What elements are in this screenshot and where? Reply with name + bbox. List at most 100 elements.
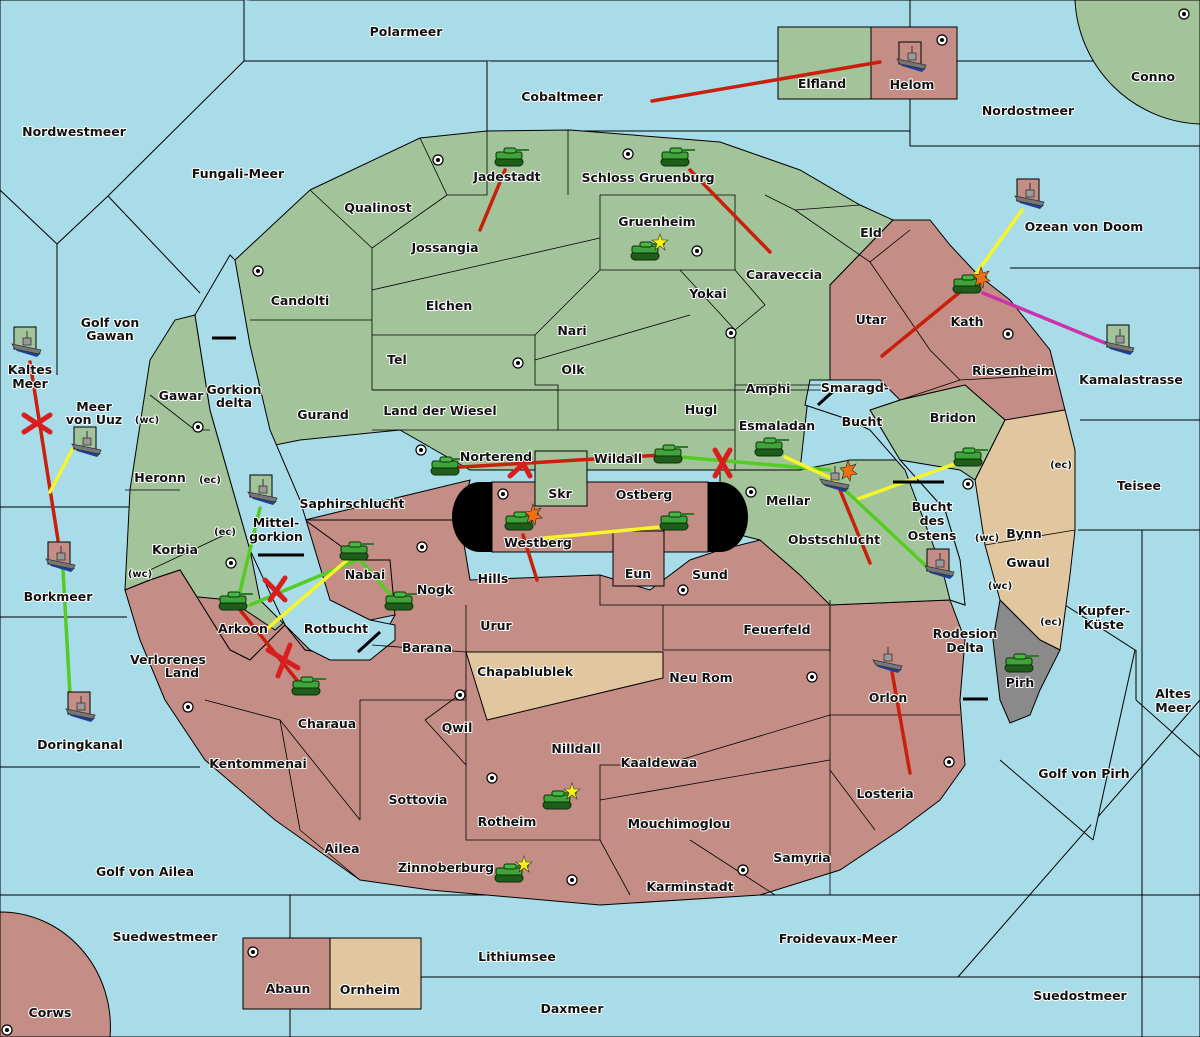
region-label-conno: Conno xyxy=(1131,69,1176,84)
order-support-arrow xyxy=(360,560,397,602)
region-label-gurand: Gurand xyxy=(297,407,349,422)
army-unit-icon[interactable] xyxy=(653,444,688,464)
failed-x-icon xyxy=(21,412,53,435)
supply-center-icon xyxy=(432,154,444,166)
dislodged-burst-icon xyxy=(839,458,858,482)
region-label-golfgawan1: Golf von xyxy=(81,315,140,330)
fleet-unit-icon[interactable] xyxy=(247,474,278,505)
coast-labels: (wc)(ec)(ec)(wc)(ec)(wc)(wc)(ec) xyxy=(127,414,1073,629)
fleet-unit-icon[interactable] xyxy=(1014,178,1045,209)
region-label-rotheim: Rotheim xyxy=(478,814,537,829)
supply-center-icon xyxy=(806,671,818,683)
army-unit-icon[interactable] xyxy=(952,265,991,294)
order-support-arrow xyxy=(61,568,72,697)
fleet-unit-icon[interactable] xyxy=(924,548,955,579)
army-unit-icon[interactable] xyxy=(953,447,988,467)
region-label-smaragd1: Smaragd- xyxy=(821,380,889,395)
region-label-golfgawan2: Gawan xyxy=(86,328,134,343)
order-support-arrow xyxy=(48,448,74,494)
army-unit-icon[interactable] xyxy=(542,782,581,810)
region-label-mouchimoglou: Mouchimoglou xyxy=(628,816,731,831)
supply-center-icon xyxy=(936,34,948,46)
order-move-arrow xyxy=(234,603,302,686)
army-unit-icon[interactable] xyxy=(494,855,533,883)
dislodged-burst-icon xyxy=(524,502,543,526)
orders xyxy=(28,60,1107,775)
region-label-utar: Utar xyxy=(856,312,888,327)
region-label-altes2: Meer xyxy=(1155,700,1191,715)
region-label-froidevaux: Froidevaux-Meer xyxy=(779,931,898,946)
region-label-samyria: Samyria xyxy=(773,850,831,865)
region-label-teisee: Teisee xyxy=(1117,478,1161,493)
supply-center-icon xyxy=(252,265,264,277)
region-label-chapa: Chapablublek xyxy=(477,664,574,679)
army-unit-icon[interactable] xyxy=(754,437,789,457)
army-unit-icon[interactable] xyxy=(504,502,543,531)
coast-label: (ec) xyxy=(214,527,236,538)
supply-center-icon xyxy=(943,756,955,768)
fleet-unit-icon[interactable] xyxy=(11,326,42,357)
region-label-rotbucht: Rotbucht xyxy=(304,621,368,636)
order-move-arrow xyxy=(443,453,664,470)
region-label-karminstadt: Karminstadt xyxy=(646,879,733,894)
failed-order-markers xyxy=(21,412,733,679)
region-label-cobaltmeer: Cobaltmeer xyxy=(521,89,603,104)
army-unit-icon[interactable] xyxy=(339,541,374,561)
region-label-meeruuz2: von Uuz xyxy=(66,412,122,427)
army-unit-icon[interactable] xyxy=(430,456,465,476)
region-label-mittel2: gorkion xyxy=(249,529,303,544)
fleet-unit-icon[interactable] xyxy=(65,691,96,722)
order-support-arrow xyxy=(543,525,662,540)
army-unit-icon[interactable] xyxy=(659,511,694,531)
failed-x-icon xyxy=(712,447,733,479)
region-label-abaun: Abaun xyxy=(266,981,311,996)
supply-center-icon xyxy=(415,444,427,456)
region-label-feuerfeld: Feuerfeld xyxy=(743,622,810,637)
fleet-unit-icon[interactable] xyxy=(819,458,858,492)
region-label-riesenheim: Riesenheim xyxy=(972,363,1054,378)
region-label-kentommenai: Kentommenai xyxy=(209,756,307,771)
army-unit-icon[interactable] xyxy=(218,591,253,611)
region-label-jossangia: Jossangia xyxy=(410,240,478,255)
region-label-orlon: Orlon xyxy=(869,690,908,705)
supply-center-icon xyxy=(1,1024,13,1036)
order-support-arrow xyxy=(236,506,262,602)
region-label-bucht1: Bucht xyxy=(912,499,953,514)
supply-center-icon xyxy=(1178,8,1190,20)
region-label-lithiumsee: Lithiumsee xyxy=(478,949,556,964)
region-label-borkmeer: Borkmeer xyxy=(24,589,94,604)
fleet-unit-icon[interactable] xyxy=(896,41,927,72)
order-support-arrow xyxy=(843,488,927,567)
region-label-charaua: Charaua xyxy=(298,716,356,731)
order-move-arrow xyxy=(880,290,962,358)
region-label-bucht2: des xyxy=(920,513,945,528)
region-label-obstschlucht: Obstschlucht xyxy=(788,532,880,547)
region-label-esmaladan: Esmaladan xyxy=(739,418,815,433)
army-unit-icon[interactable] xyxy=(630,233,669,261)
region-label-fungali: Fungali-Meer xyxy=(192,166,285,181)
region-label-arkoon: Arkoon xyxy=(218,621,268,636)
region-label-verlorenes2: Land xyxy=(165,665,199,680)
army-unit-icon[interactable] xyxy=(660,147,695,167)
army-unit-icon[interactable] xyxy=(384,591,419,611)
army-unit-icon[interactable] xyxy=(494,147,529,167)
region-label-golfailea: Golf von Ailea xyxy=(96,864,194,879)
army-unit-icon[interactable] xyxy=(1004,653,1039,673)
region-label-yokai: Yokai xyxy=(688,286,727,301)
fleet-unit-icon[interactable] xyxy=(45,541,76,572)
region-label-corws: Corws xyxy=(29,1005,72,1020)
fleet-unit-icon[interactable] xyxy=(71,426,102,457)
region-label-sund: Sund xyxy=(692,567,728,582)
supply-center-icon xyxy=(225,557,237,569)
fleet-unit-icon[interactable] xyxy=(1104,324,1135,355)
order-support-arrow xyxy=(966,208,1024,287)
coast-label: (ec) xyxy=(199,475,221,486)
supply-center-icon xyxy=(566,874,578,886)
region-label-zinnoberburg: Zinnoberburg xyxy=(398,860,494,875)
fleet-unit-icon[interactable] xyxy=(872,647,903,673)
region-label-elfland: Elfland xyxy=(798,76,846,91)
army-unit-icon[interactable] xyxy=(291,676,326,696)
order-move-arrow xyxy=(650,60,882,103)
